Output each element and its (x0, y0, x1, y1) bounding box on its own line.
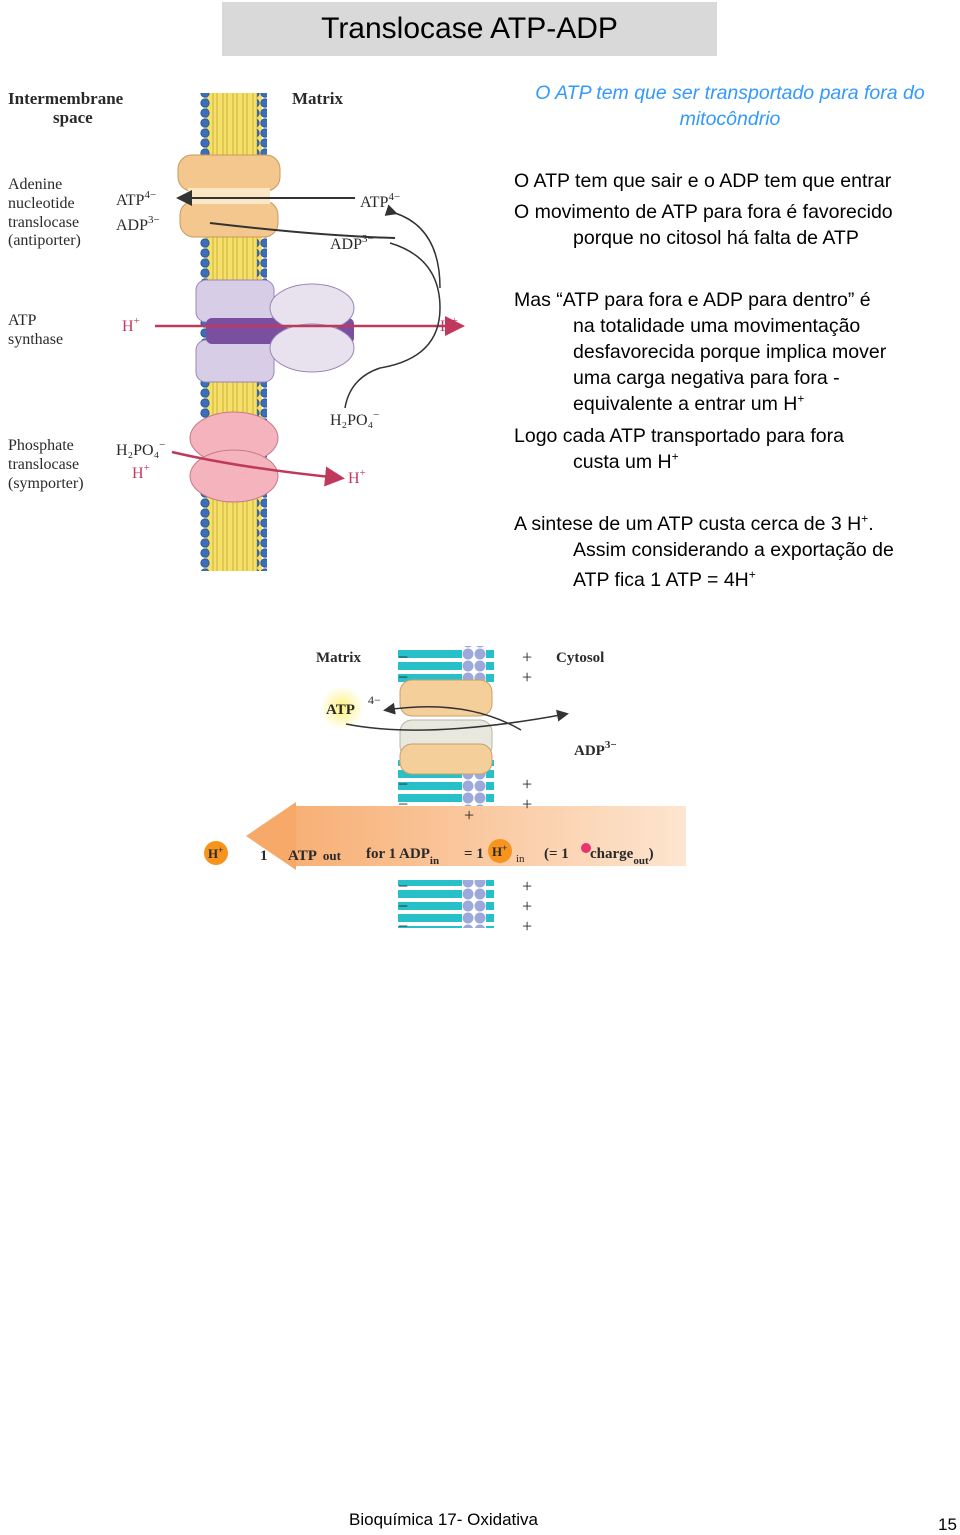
svg-text:+: + (522, 916, 532, 936)
phosphate-ims-label: H₂PO₄− (116, 439, 165, 459)
in-sub: in (516, 853, 525, 865)
atp-glow (320, 686, 364, 730)
lipid-heads-left (200, 93, 210, 571)
antiporter-label-4: (antiporter) (8, 232, 81, 249)
adp-in-arrow (209, 222, 396, 239)
proton-label-symporter-in: H+ (132, 462, 150, 482)
antiporter-label-3: translocase (8, 214, 79, 231)
antiporter-label-1: Adenine (8, 176, 62, 193)
proton-label-synthase-in: H+ (122, 315, 140, 335)
matrix-label-2: Matrix (316, 650, 361, 666)
adp-matrix-label: ADP3− (330, 233, 374, 253)
proton-left: H+ (208, 845, 223, 861)
proton-label-symporter-out: H+ (348, 467, 366, 487)
svg-text:−: − (398, 774, 408, 794)
atp-matrix-label: ATP4− (360, 191, 400, 211)
big-arrow-shaft (246, 806, 686, 866)
atp-charge-2: 4− (368, 693, 381, 707)
cytosol-label: Cytosol (556, 650, 604, 666)
intermembrane-space-label: space (53, 108, 93, 127)
membrane-transport-figure: Intermembrane space Matrix Adenine nucle… (8, 89, 465, 571)
equals-one: = 1 (464, 846, 484, 862)
cycle-arrow-top (384, 204, 441, 289)
svg-text:+: + (464, 805, 474, 825)
symporter-label-3: (symporter) (8, 475, 84, 492)
svg-text:−: − (398, 647, 408, 667)
svg-text:−: − (398, 896, 408, 916)
paragraph-5: A sintese de um ATP custa cerca de 3 H+.… (514, 511, 894, 592)
paragraph-3: Mas “ATP para fora e ADP para dentro” é … (514, 289, 887, 415)
page-number: 15 (938, 1515, 957, 1534)
big-arrow-head (246, 802, 296, 870)
proton-circle-right (488, 839, 512, 863)
membrane-top (398, 646, 494, 682)
symporter-label-2: translocase (8, 456, 79, 473)
cycle-arrow (344, 242, 441, 409)
svg-text:+: + (522, 794, 532, 814)
translocase-protein (399, 679, 493, 775)
proton-right: H+ (492, 843, 507, 859)
paragraph-1: O ATP tem que sair e o ADP tem que entra… (514, 170, 892, 192)
proton-label-synthase-out: H+ (440, 315, 458, 335)
subtitle: O ATP tem que ser transportado para fora… (535, 82, 925, 130)
svg-text:−: − (398, 667, 408, 687)
adp-import-arrow (345, 709, 569, 731)
page-title: Translocase ATP-ADP (222, 2, 717, 56)
svg-text:−: − (398, 916, 408, 936)
svg-text:−: − (398, 794, 408, 814)
one-label: 1 (260, 848, 268, 864)
negative-charge-dot (581, 843, 591, 853)
atp-synthase (195, 279, 355, 383)
atp-label-2: ATP (326, 702, 355, 718)
adp-in-eq: for 1 ADPin (366, 846, 439, 867)
adp-label-2: ADP3− (574, 739, 617, 759)
membrane-bottom (398, 880, 494, 928)
svg-text:−: − (398, 876, 408, 896)
synthase-label-1: ATP (8, 312, 37, 329)
svg-text:+: + (522, 667, 532, 687)
charge-out: chargeout) (590, 846, 654, 867)
svg-text:+: + (522, 774, 532, 794)
adenine-nucleotide-translocase (177, 154, 281, 238)
proton-circle-left (204, 841, 228, 865)
atp-out-label: ATP4− (116, 189, 156, 209)
paren-equals: (= 1 (544, 846, 569, 862)
intermembrane-label: Intermembrane (8, 89, 124, 108)
matrix-label: Matrix (292, 89, 343, 108)
membrane-charges: − − + + − − + + + − − − + + + (398, 647, 532, 936)
adp-in-label: ADP3− (116, 214, 160, 234)
paragraph-4: Logo cada ATP transportado para fora cus… (514, 425, 844, 473)
proton-arrow-symporter (171, 450, 345, 487)
svg-text:+: + (522, 647, 532, 667)
symporter-label-1: Phosphate (8, 437, 74, 454)
synthase-label-2: synthase (8, 331, 63, 348)
phosphate-matrix-label: H₂PO₄− (330, 409, 379, 429)
phosphate-translocase (189, 411, 279, 503)
footer-course: Bioquímica 17- Oxidativa (349, 1510, 538, 1529)
svg-text:+: + (522, 876, 532, 896)
paragraph-2: O movimento de ATP para fora é favorecid… (514, 201, 893, 249)
antiporter-label-2: nucleotide (8, 195, 75, 212)
svg-text:+: + (522, 896, 532, 916)
